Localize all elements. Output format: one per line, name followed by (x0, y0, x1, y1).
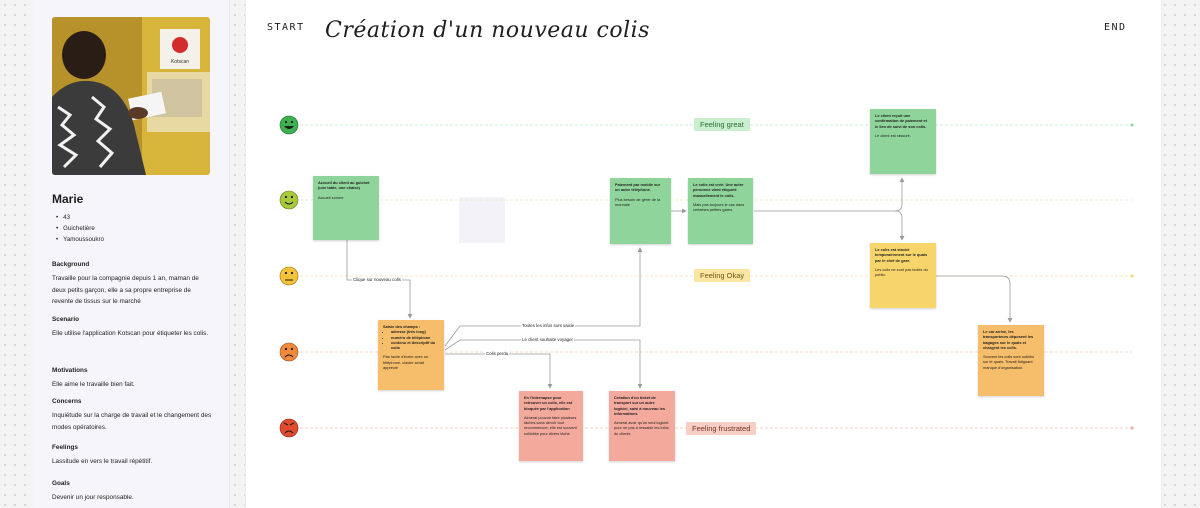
note-payment-confirmation-body: Le client est rassuré. (875, 133, 931, 138)
note-field-entry-list: adresse (très long) numéro de téléphone … (383, 329, 439, 350)
note-mobile-payment-title: Paiement par mobile sur un autre télépho… (615, 182, 666, 193)
note-parcel-stored-body: Les colis ne sont pas isolés du public. (875, 267, 931, 278)
edge-n2-n8 (445, 354, 550, 388)
face-bad-icon (280, 343, 298, 361)
note-transport-ticket: Création d'un ticket de transport sur un… (609, 391, 675, 461)
note-parcel-created: Le colis est créé. Une autre personne vi… (688, 178, 753, 244)
edge-label-lost-parcel: Colis perdu (485, 351, 509, 356)
edge-label-new-parcel: Clique sur nouveau colis (352, 277, 402, 282)
note-bus-arrives-title: Le car arrive, les transporteurs déposen… (983, 329, 1039, 350)
note-blocked-by-app-title: En l'internapse pour retrouver un colis,… (524, 395, 578, 411)
note-blocked-by-app-body: Aimerai pouvoir faire plusieurs tâches s… (524, 415, 578, 436)
note-parcel-created-body: Mais pas toujours le cas dans certaines … (693, 202, 748, 213)
note-mobile-payment: Paiement par mobile sur un autre télépho… (610, 178, 671, 244)
note-bus-arrives-body: Souvent les colis sont oubliés sur le qu… (983, 354, 1039, 370)
note-welcome-title: Accueil du client au guichet (une table,… (318, 180, 374, 191)
note-field-entry-item: contenu et descriptif du colis (391, 340, 439, 351)
edge-label-all-info: Toutes les infos sont saisie (521, 323, 575, 328)
edge-n4-n5 (754, 178, 902, 211)
note-welcome-client: Accueil du client au guichet (une table,… (313, 176, 379, 240)
note-parcel-stored: Le colis est stocké temporairement sur l… (870, 243, 936, 308)
mood-label-frustrated: Feeling frustrated (686, 422, 756, 435)
face-good-icon (280, 191, 298, 209)
note-transport-ticket-body: Aimerai avoir qu'un seul logiciel pour n… (614, 420, 670, 436)
note-field-entry: Saisie des champs : adresse (très long) … (378, 320, 444, 390)
note-bus-arrives: Le car arrive, les transporteurs déposen… (978, 325, 1044, 396)
edge-n4-n6 (895, 211, 902, 240)
edge-n2-n9 (445, 340, 640, 388)
note-blocked-by-app: En l'internapse pour retrouver un colis,… (519, 391, 583, 461)
mood-label-great: Feeling great (694, 118, 750, 131)
edge-n2-n3 (445, 248, 640, 346)
edge-label-wants-travel: Le client souhaite voyager (521, 337, 574, 342)
note-transport-ticket-title: Création d'un ticket de transport sur un… (614, 395, 670, 416)
note-parcel-stored-title: Le colis est stocké temporairement sur l… (875, 247, 931, 263)
note-payment-confirmation: Le client reçoit une confirmation de pai… (870, 109, 936, 174)
face-frustrated-icon (280, 419, 298, 437)
edge-n6-n7 (936, 276, 1010, 322)
note-parcel-created-title: Le colis est créé. Une autre personne vi… (693, 182, 748, 198)
face-great-icon (280, 116, 298, 134)
note-mobile-payment-body: Plus besoin de gérer de la monnaie (615, 197, 666, 208)
mood-label-okay: Feeling Okay (694, 269, 750, 282)
note-field-entry-body: Pas facile d'écrire avec un téléphone, c… (383, 354, 439, 370)
note-welcome-body: Accueil sonore (318, 195, 374, 200)
face-okay-icon (280, 267, 298, 285)
note-payment-confirmation-title: Le client reçoit une confirmation de pai… (875, 113, 931, 129)
